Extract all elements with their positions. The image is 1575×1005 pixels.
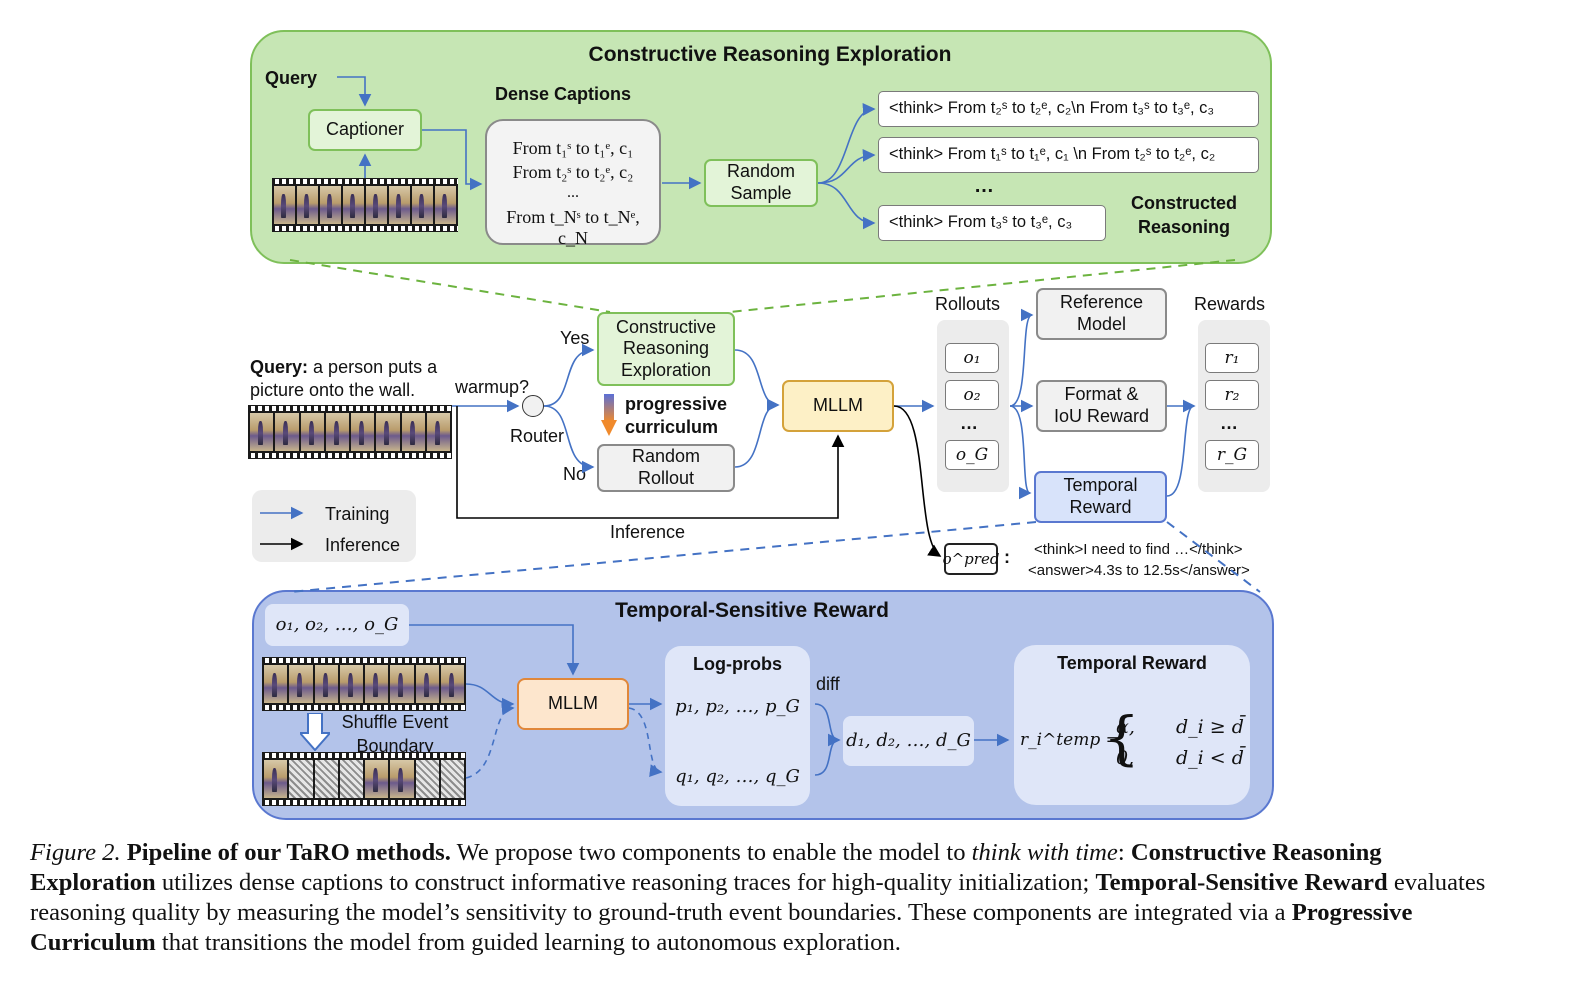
- caption-bold-3: Progressive Curriculum: [30, 899, 1413, 956]
- no-label: No: [563, 464, 587, 484]
- query-label: Query:: [250, 357, 309, 377]
- rollout-o1: o₁: [945, 343, 999, 373]
- dense-captions-box: [485, 119, 661, 245]
- tsr-mllm-box: MLLM: [517, 678, 629, 730]
- format-iou-reward-box: Format & IoU Reward: [1036, 380, 1167, 432]
- temporal-reward-card: [1014, 645, 1250, 805]
- tsr-video-filmstrip: [262, 657, 466, 711]
- warmup-label: warmup?: [455, 377, 530, 397]
- yes-label: Yes: [560, 328, 590, 348]
- case1-value: α,: [1116, 716, 1135, 738]
- rollouts-title: Rollouts: [935, 294, 1001, 314]
- random-sample-box: Random Sample: [704, 159, 818, 207]
- shuffle-event-boundary-label: Shuffle Event Boundary: [341, 712, 449, 756]
- case2-value: 0,: [1116, 747, 1135, 769]
- tsr-panel-title: Temporal-Sensitive Reward: [615, 599, 889, 622]
- caption-text-1: We propose two components to enable the …: [456, 839, 966, 866]
- case2-condition: d_i < d̄: [1176, 747, 1244, 769]
- think-line-1: <think> From t₂ˢ to t₂ᵉ, c₂\n From t₃ˢ t…: [878, 91, 1259, 127]
- reward-r2: r₂: [1205, 380, 1259, 410]
- caption-bold-title: Pipeline of our TaRO methods.: [126, 839, 451, 866]
- caption-text-5: that transitions the model from guided l…: [161, 929, 901, 956]
- reward-r1: r₁: [1205, 343, 1259, 373]
- caption-italic-1: think with time: [971, 839, 1118, 866]
- reward-rg: r_G: [1205, 440, 1259, 470]
- think-ellipsis: …: [974, 175, 994, 197]
- cre-panel-title: Constructive Reasoning Exploration: [588, 43, 952, 66]
- mllm-box: MLLM: [782, 380, 894, 432]
- caption-text-2: :: [1117, 839, 1125, 866]
- dense-captions-title: Dense Captions: [495, 84, 632, 104]
- progressive-curriculum-label: progressive curriculum: [625, 394, 728, 437]
- q-sequence: q₁, q₂, …, q_G: [675, 766, 800, 787]
- rollout-o2: o₂: [945, 380, 999, 410]
- logprobs-card: [665, 646, 810, 806]
- temporal-reward-box: Temporal Reward: [1034, 471, 1167, 523]
- shuffle-down-arrow: [297, 712, 333, 752]
- cre-router-box: Constructive Reasoning Exploration: [597, 312, 735, 386]
- cre-query-label: Query: [265, 68, 318, 88]
- formula-brace: {: [1103, 704, 1140, 772]
- dense-caption-n: From t_Nˢ to t_Nᵉ, c_N: [506, 207, 640, 248]
- diff-label: diff: [816, 674, 840, 694]
- opred-box: o^pred: [943, 543, 999, 575]
- opred-colon: :: [1004, 547, 1010, 567]
- logprobs-title: Log-probs: [693, 654, 782, 674]
- figure-caption: Figure 2. Pipeline of our TaRO methods. …: [30, 838, 1500, 958]
- constructed-reasoning-label: Constructed Reasoning: [1130, 193, 1237, 237]
- p-sequence: p₁, p₂, …, p_G: [675, 696, 800, 717]
- router-label: Router: [510, 426, 565, 446]
- shuffled-video-filmstrip: [262, 752, 466, 806]
- d-sequence: d₁, d₂, …, d_G: [843, 716, 974, 766]
- rollout-og: o_G: [945, 440, 999, 470]
- formula-lhs: r_i^temp =: [1020, 730, 1120, 750]
- caption-bold-1: Constructive Reasoning Exploration: [30, 839, 1382, 896]
- caption-text-3: utilizes dense captions to construct inf…: [161, 869, 1090, 896]
- inference-label: Inference: [610, 522, 686, 542]
- query-video-filmstrip: [248, 405, 452, 459]
- think-line-3: <think> From t₃ˢ to t₃ᵉ, c₃: [878, 205, 1106, 241]
- prediction-line-2: <answer>4.3s to 12.5s</answer>: [1028, 562, 1250, 579]
- random-rollout-box: Random Rollout: [597, 444, 735, 492]
- reward-ellipsis: …: [1220, 413, 1238, 433]
- caption-figure-label: Figure 2.: [30, 839, 121, 866]
- cre-video-filmstrip: [272, 178, 458, 232]
- legend-inference-label: Inference: [325, 535, 401, 555]
- rewards-title: Rewards: [1194, 294, 1266, 314]
- dense-caption-ellipsis: ...: [567, 184, 579, 201]
- router-node: [522, 395, 544, 417]
- temporal-reward-title: Temporal Reward: [1057, 653, 1207, 673]
- legend-training-label: Training: [325, 504, 390, 524]
- reference-model-box: Reference Model: [1036, 288, 1167, 340]
- caption-text-4: evaluates reasoning quality by measuring…: [30, 869, 1486, 926]
- think-line-2: <think> From t₁ˢ to t₁ᵉ, c₁ \n From t₂ˢ …: [878, 137, 1259, 173]
- outputs-sequence: o₁, o₂, …, o_G: [265, 604, 409, 646]
- prediction-line-1: <think>I need to find …</think>: [1034, 541, 1243, 558]
- query-sentence: a person puts a picture onto the wall.: [250, 357, 438, 400]
- dense-caption-1: From t₁ˢ to t₁ᵉ, c₁: [512, 138, 634, 158]
- case1-condition: d_i ≥ d̄: [1176, 716, 1244, 738]
- progressive-curriculum-arrow: [601, 394, 617, 436]
- dense-caption-2: From t₂ˢ to t₂ᵉ, c₂: [512, 162, 634, 182]
- captioner-box: Captioner: [308, 109, 422, 151]
- rollout-ellipsis: …: [960, 413, 978, 433]
- query-text: Query: a person puts a picture onto the …: [250, 356, 450, 402]
- caption-bold-2: Temporal-Sensitive Reward: [1095, 869, 1388, 896]
